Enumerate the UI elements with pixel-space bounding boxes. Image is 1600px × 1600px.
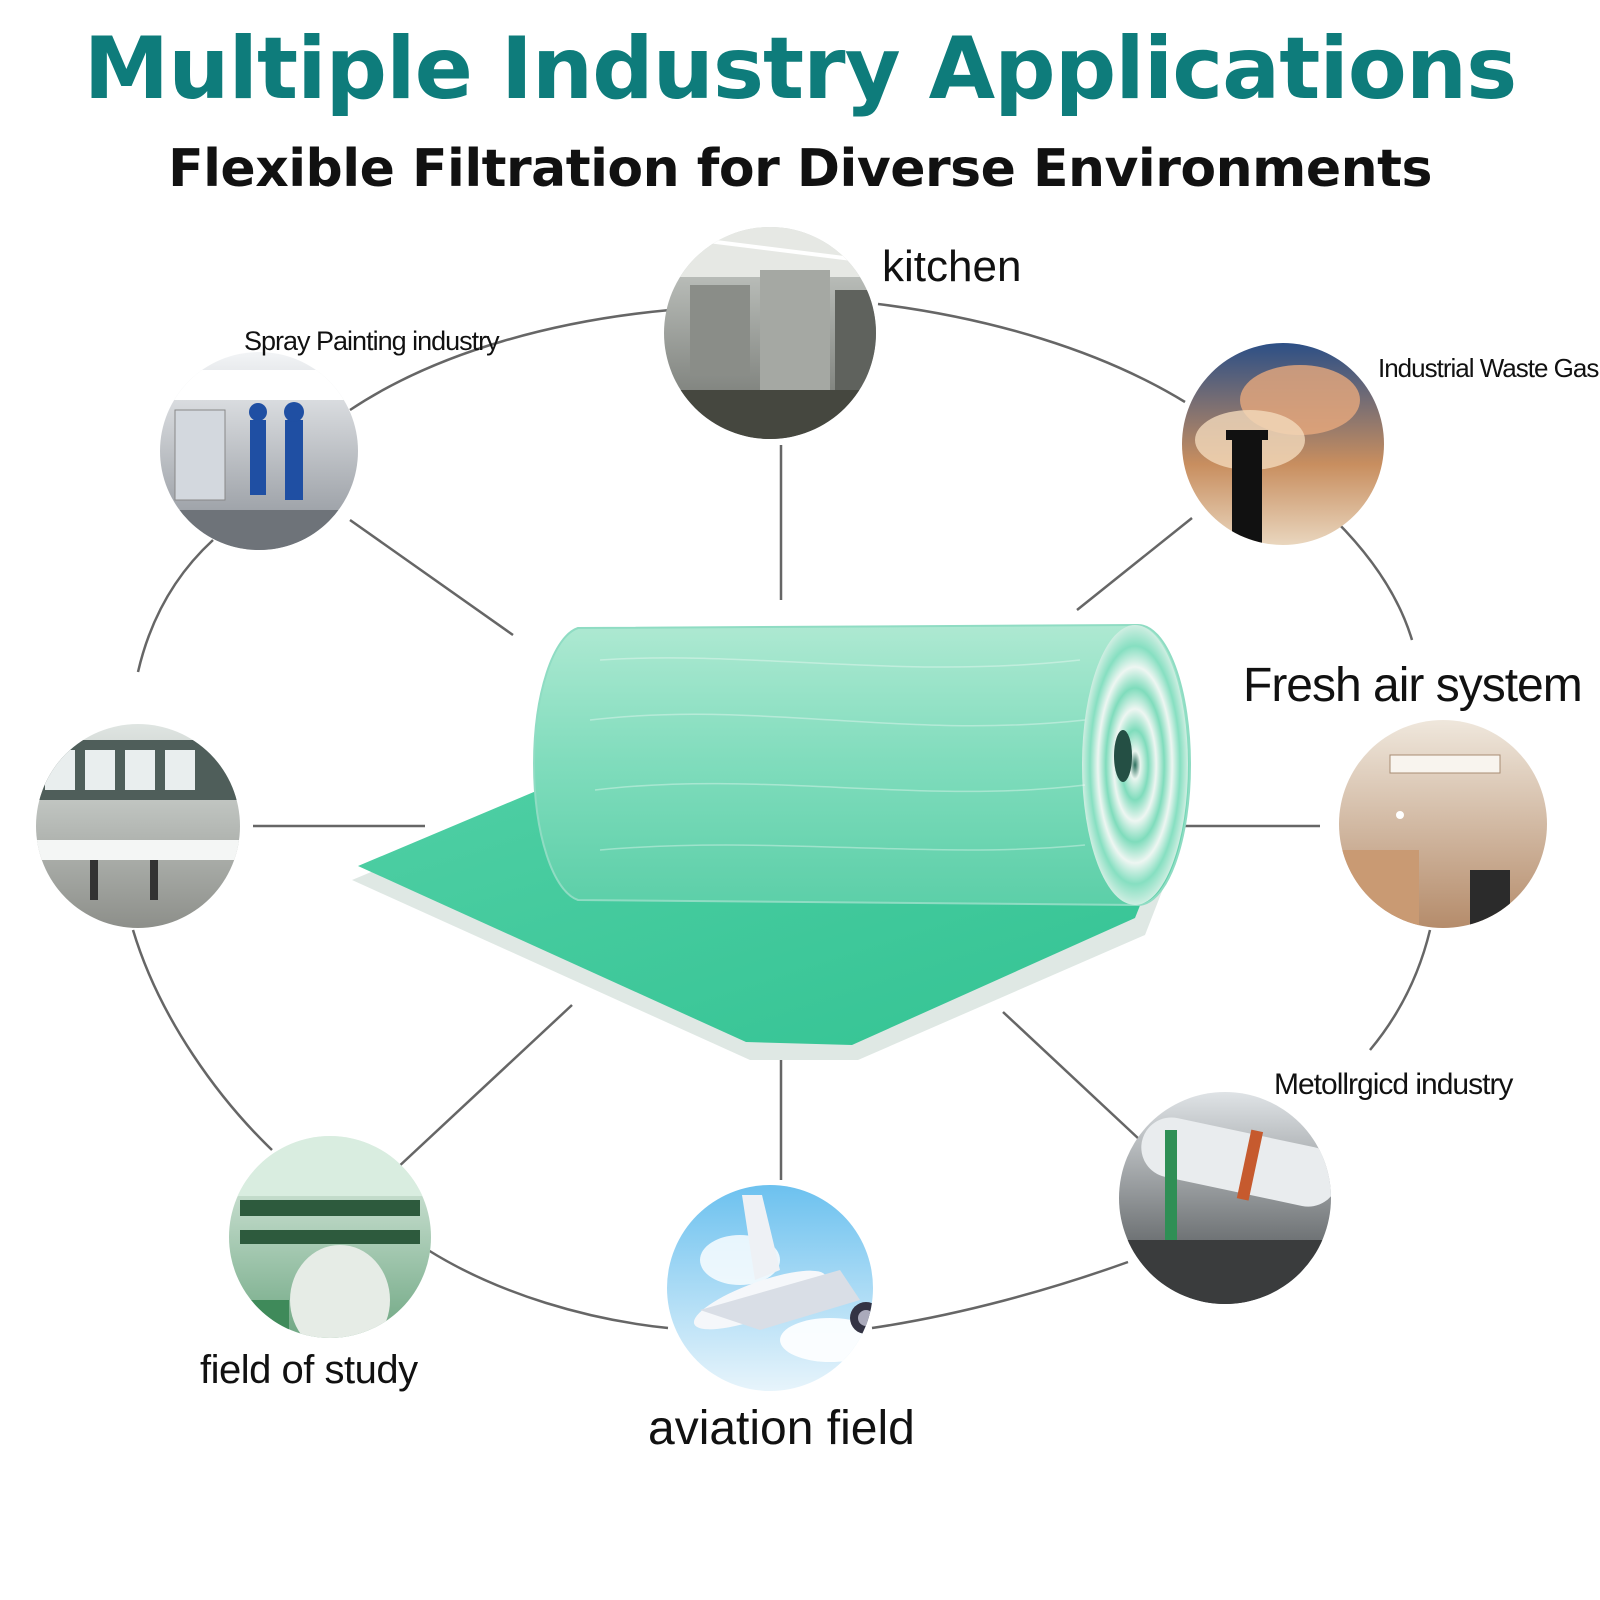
ring-connectors bbox=[131, 302, 1432, 1330]
rotary-kiln-icon bbox=[1119, 1092, 1331, 1304]
kitchen-icon bbox=[664, 227, 876, 439]
label-industrial-waste-gas: Industrial Waste Gas bbox=[1378, 353, 1599, 383]
label-aviation-field: aviation field bbox=[648, 1402, 915, 1455]
spoke-connectors bbox=[253, 445, 1320, 1180]
label-metallurgical-industry: Metollrgicd industry bbox=[1274, 1068, 1513, 1101]
laboratory-icon bbox=[229, 1136, 431, 1338]
airplane-icon bbox=[667, 1185, 873, 1391]
spray-booth-icon bbox=[160, 352, 358, 550]
label-kitchen: kitchen bbox=[882, 242, 1022, 291]
page-subtitle: Flexible Filtration for Diverse Environm… bbox=[168, 139, 1432, 199]
label-spray-painting-industry: Spray Painting industry bbox=[244, 326, 500, 356]
label-fresh-air-system: Fresh air system bbox=[1243, 659, 1583, 712]
label-field-of-study: field of study bbox=[200, 1348, 418, 1392]
air-vent-icon bbox=[1339, 720, 1547, 928]
office-icon bbox=[36, 724, 240, 928]
page-title: Multiple Industry Applications bbox=[83, 19, 1518, 119]
filter-roll-icon bbox=[352, 623, 1191, 1060]
smokestack-icon bbox=[1182, 343, 1384, 545]
